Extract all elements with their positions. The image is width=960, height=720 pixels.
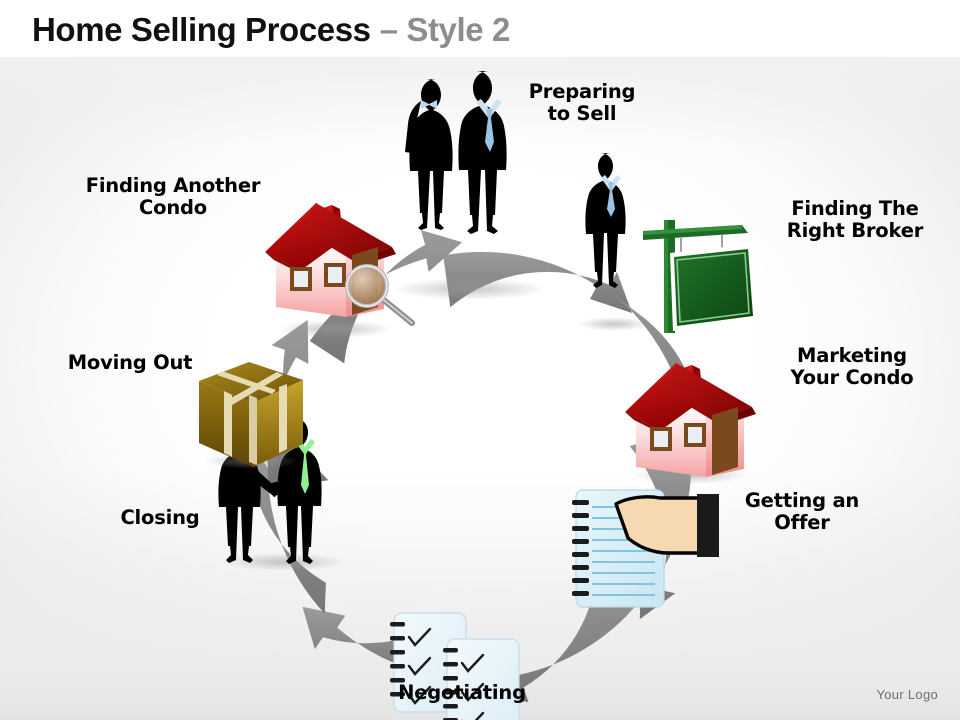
- step-label-marketing-your-condo[interactable]: Marketing Your Condo: [790, 344, 914, 389]
- step-label-negotiating[interactable]: Negotiating: [398, 681, 526, 704]
- cycle-ring: [199, 71, 757, 720]
- page-title-main: Home Selling Process: [32, 11, 371, 48]
- ring-segment-1: [443, 251, 632, 313]
- step-label-closing[interactable]: Closing: [120, 506, 200, 529]
- page-title: Home Selling Process– Style 2: [32, 11, 510, 49]
- slide-header: Home Selling Process– Style 2: [0, 0, 960, 57]
- magnifier-icon: [345, 264, 415, 326]
- step-label-finding-another-condo[interactable]: Finding Another Condo: [85, 174, 261, 219]
- step-label-preparing-to-sell[interactable]: Preparing to Sell: [528, 80, 636, 125]
- icon-checklist-notepads: [390, 612, 520, 720]
- icon-moving-box: [199, 362, 303, 469]
- icon-house-marketing: [625, 363, 756, 484]
- icon-business-people-silhouette: [392, 71, 548, 300]
- diagram-stage: Preparing to Sell Finding The Right Brok…: [0, 57, 960, 720]
- step-label-moving-out[interactable]: Moving Out: [67, 351, 193, 374]
- page-title-sub: – Style 2: [379, 11, 511, 48]
- icon-notepad-pointing-hand: [572, 489, 719, 608]
- ring-segment-6: [239, 454, 326, 614]
- logo-placeholder: Your Logo: [876, 687, 938, 702]
- step-label-finding-the-right-broker[interactable]: Finding The Right Broker: [786, 197, 924, 242]
- icon-house-magnifier: [265, 203, 415, 338]
- step-label-getting-an-offer[interactable]: Getting an Offer: [744, 489, 860, 534]
- icon-real-estate-sign: [578, 153, 757, 333]
